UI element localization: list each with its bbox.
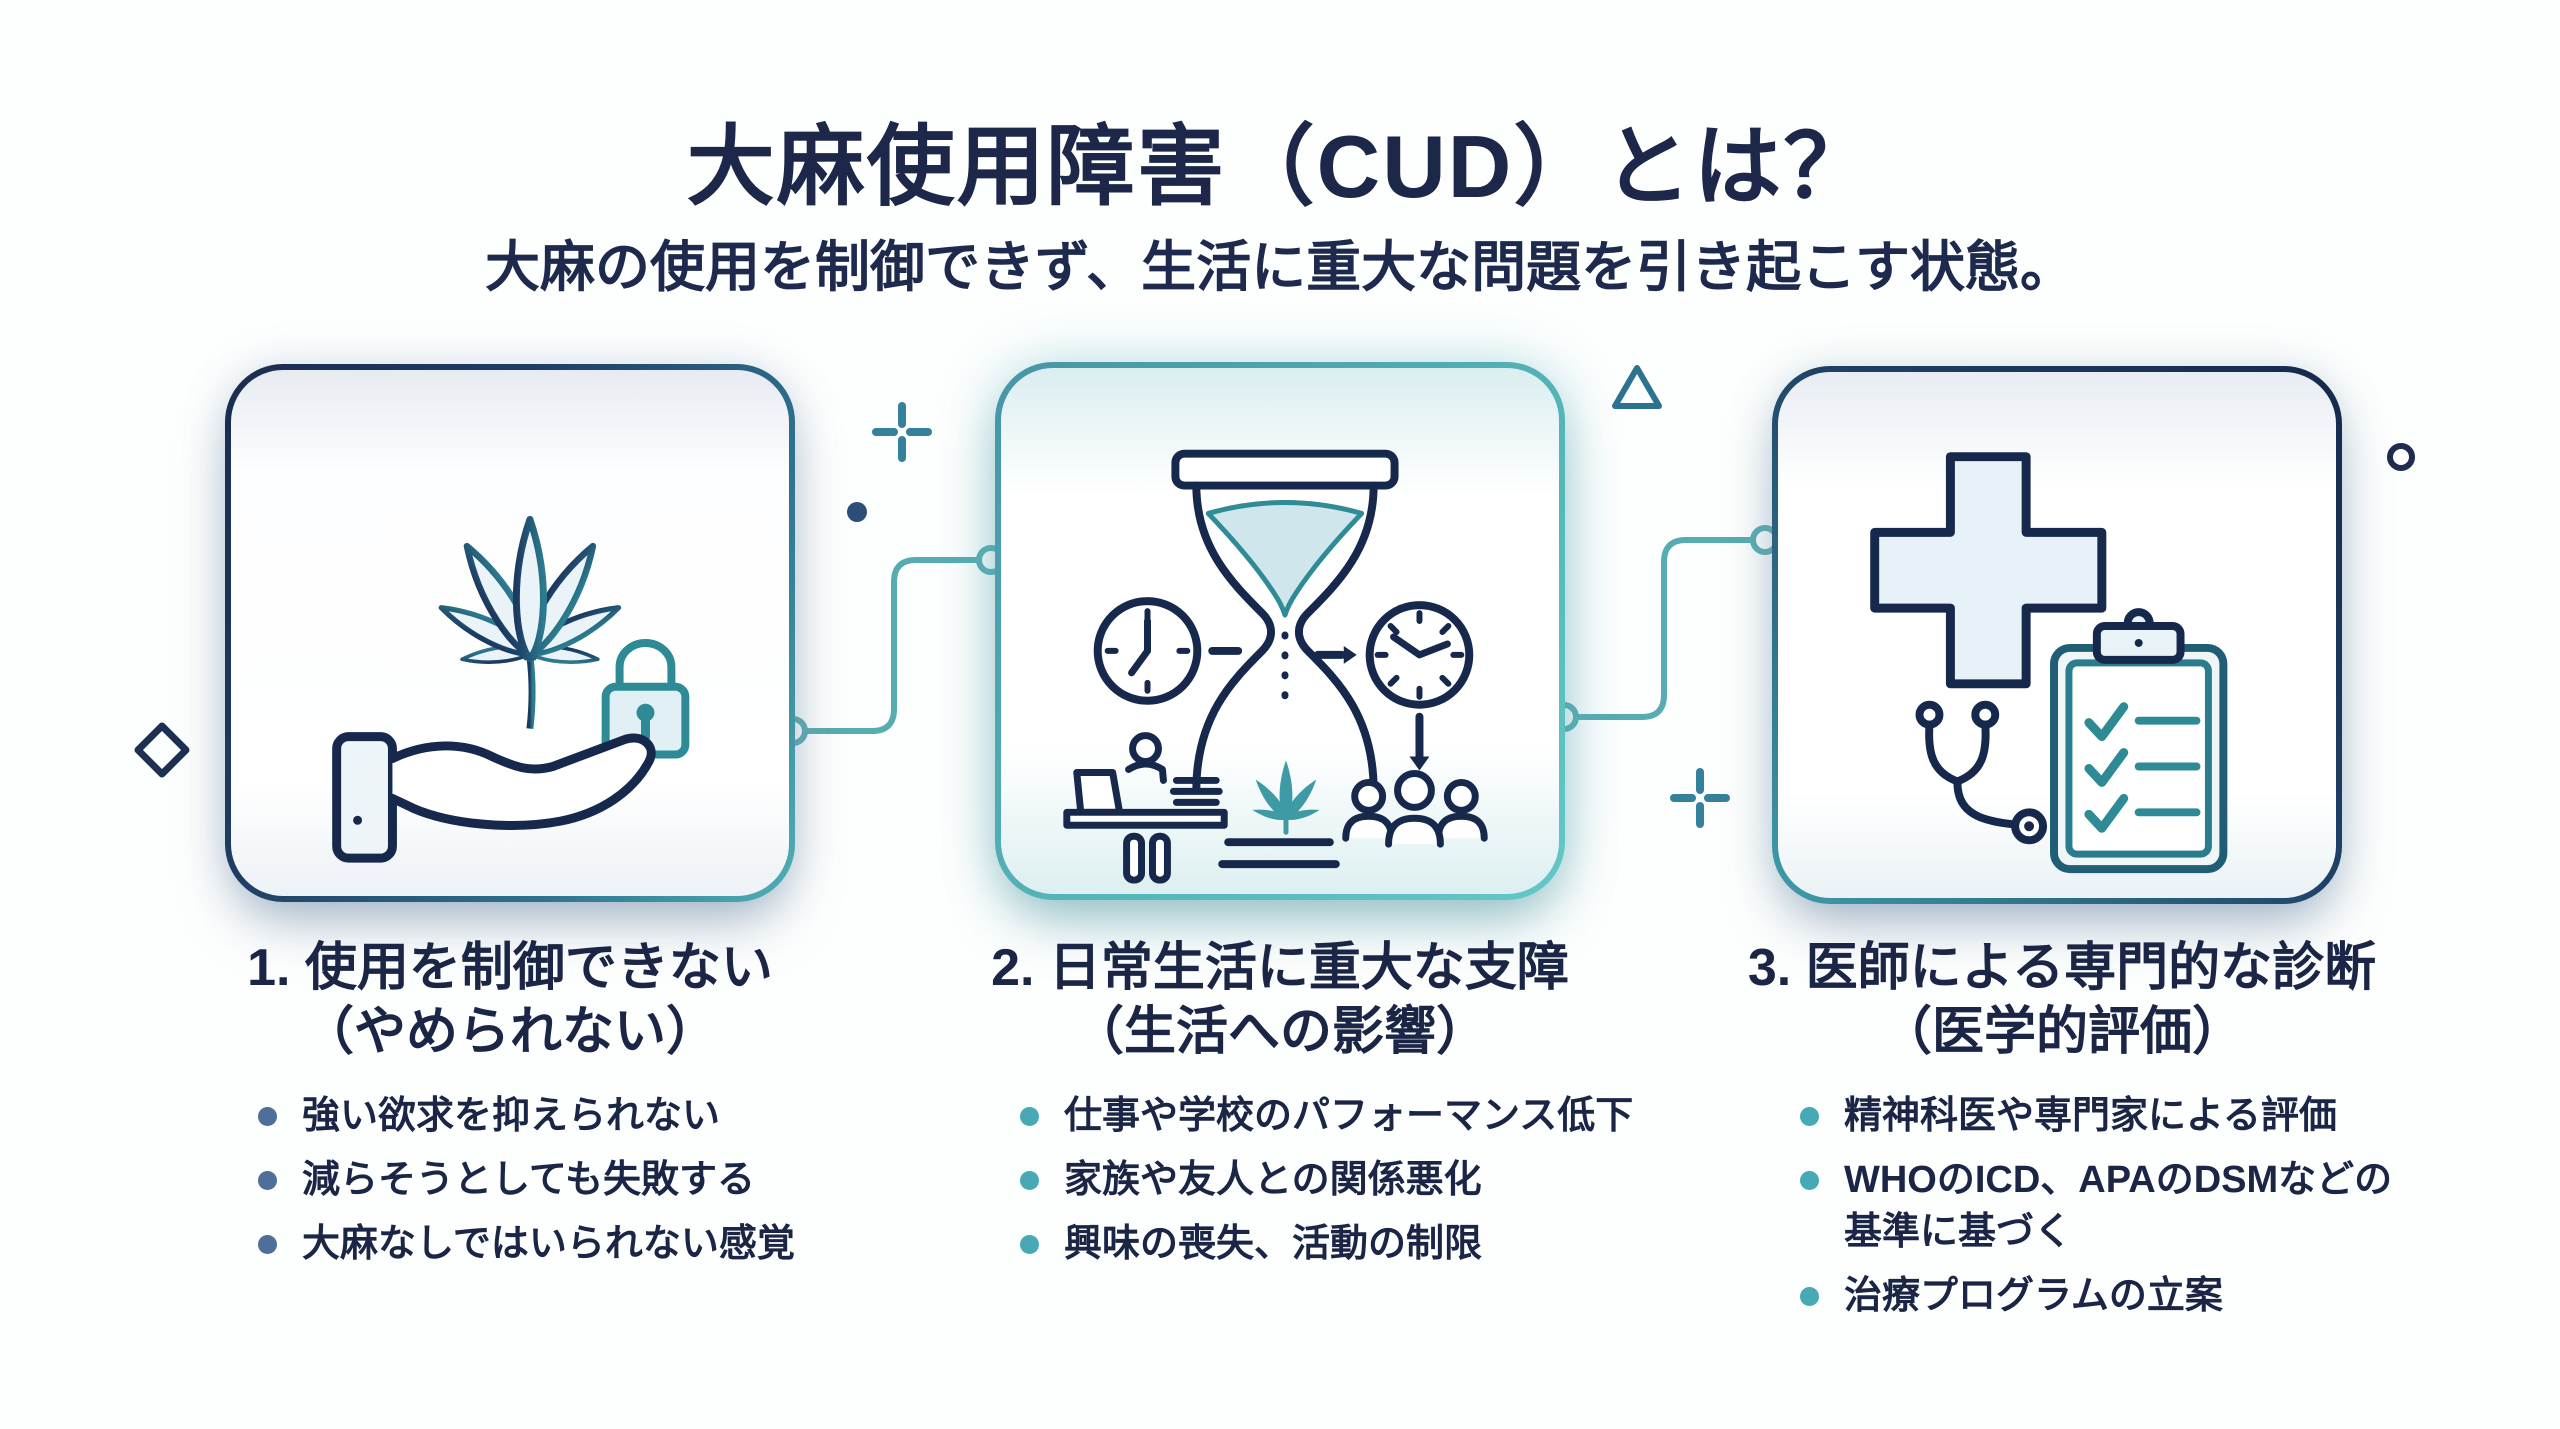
page-subtitle: 大麻の使用を制御できず、生活に重大な問題を引き起こす状態。 bbox=[484, 236, 2076, 298]
list-item: 興味の喪失、活動の制限 bbox=[1018, 1218, 1638, 1270]
diamond-icon bbox=[134, 722, 190, 778]
list-item: 治療プログラムの立案 bbox=[1798, 1270, 2418, 1322]
list-item: 仕事や学校のパフォーマンス低下 bbox=[1018, 1090, 1638, 1142]
card-control-loss bbox=[225, 364, 795, 902]
card2-heading-line2: （生活への影響） bbox=[1071, 1003, 1488, 1061]
clock-icon bbox=[1093, 597, 1202, 705]
card1-bullet-list: 強い欲求を抑えられない 減らそうとしても失敗する 大麻なしではいられない感覚 bbox=[256, 1090, 876, 1282]
open-hand-icon bbox=[332, 732, 656, 863]
card3-heading: 3. 医師による専門的な診断 （医学的評価） bbox=[1702, 936, 2422, 1064]
page-title: 大麻使用障害（CUD）とは？ bbox=[686, 117, 1874, 216]
list-item: 大麻なしではいられない感覚 bbox=[256, 1218, 876, 1270]
hand-holding-cannabis-leaf-with-lock-icon bbox=[332, 515, 690, 863]
card2-bullet-list: 仕事や学校のパフォーマンス低下 家族や友人との関係悪化 興味の喪失、活動の制限 bbox=[1018, 1090, 1638, 1282]
hourglass-top-bar bbox=[1171, 449, 1399, 490]
medical-cross-icon bbox=[1870, 452, 2107, 689]
cannabis-leaf-icon bbox=[1252, 760, 1320, 835]
card3-heading-line1: 3. 医師による専門的な診断 bbox=[1747, 939, 2377, 997]
plus-sparkle-icon bbox=[1670, 768, 1730, 828]
card3-heading-line2: （医学的評価） bbox=[1879, 1003, 2244, 1061]
plus-sparkle-icon bbox=[872, 402, 932, 462]
connector-line-1 bbox=[806, 557, 978, 734]
circle-icon bbox=[2387, 443, 2415, 471]
hourglass-clocks-daily-life-icon bbox=[1063, 449, 1488, 884]
people-group-icon bbox=[1342, 769, 1488, 848]
card1-heading-line1: 1. 使用を制御できない bbox=[247, 939, 773, 997]
list-item: 家族や友人との関係悪化 bbox=[1018, 1154, 1638, 1206]
medical-cross-stethoscope-clipboard-icon bbox=[1870, 452, 2228, 874]
card1-heading: 1. 使用を制御できない （やめられない） bbox=[150, 936, 870, 1064]
stethoscope-icon bbox=[1915, 700, 2048, 845]
list-item: 減らそうとしても失敗する bbox=[256, 1154, 876, 1206]
clipboard-checklist-icon bbox=[2050, 608, 2228, 874]
connector-line-2 bbox=[1577, 537, 1752, 720]
list-item: WHOのICD、APAのDSMなどの 基準に基づく bbox=[1798, 1154, 2418, 1258]
card2-heading-line1: 2. 日常生活に重大な支障 bbox=[991, 939, 1569, 997]
list-item: 強い欲求を抑えられない bbox=[256, 1090, 876, 1142]
card-medical-diagnosis bbox=[1772, 366, 2342, 904]
card1-heading-line2: （やめられない） bbox=[301, 1003, 718, 1061]
person-at-desk-icon bbox=[1063, 732, 1228, 884]
sand bbox=[1205, 500, 1365, 618]
card3-bullet-list: 精神科医や専門家による評価 WHOのICD、APAのDSMなどの 基準に基づく … bbox=[1798, 1090, 2418, 1334]
triangle-icon bbox=[1612, 365, 1662, 409]
list-item: 精神科医や専門家による評価 bbox=[1798, 1090, 2418, 1142]
clock-icon bbox=[1365, 601, 1474, 709]
card-daily-impact bbox=[995, 362, 1565, 900]
dot-icon bbox=[847, 502, 867, 522]
card2-heading: 2. 日常生活に重大な支障 （生活への影響） bbox=[920, 936, 1640, 1064]
